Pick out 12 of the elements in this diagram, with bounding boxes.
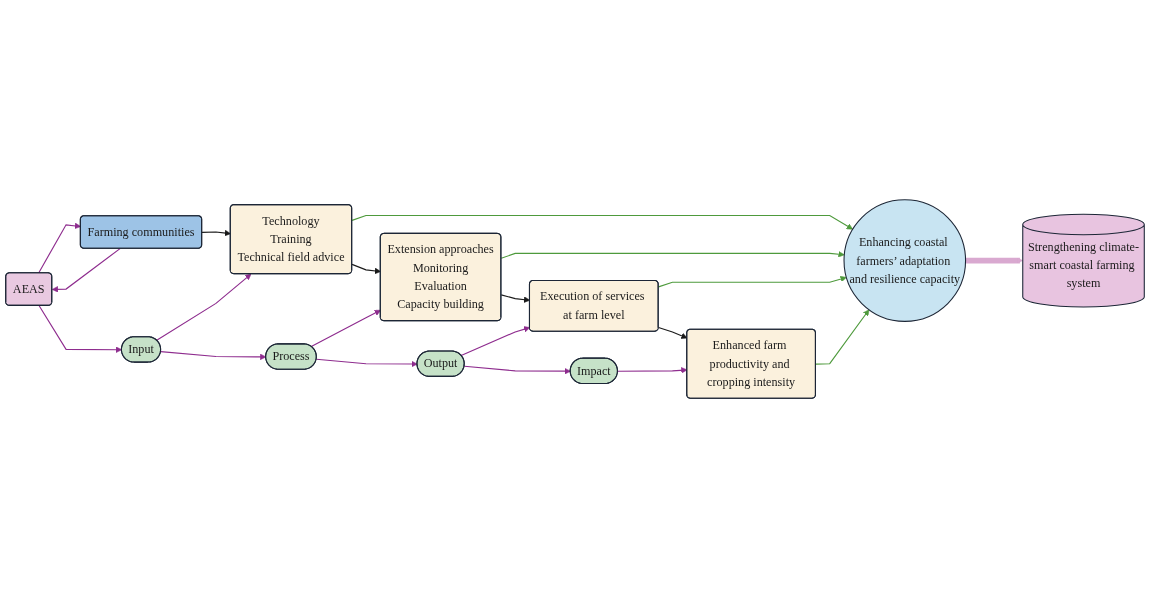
node-circle: Enhancing coastal farmers’ adaptation and resilience capacity bbox=[843, 199, 967, 322]
arrow bbox=[156, 273, 252, 341]
arrow bbox=[201, 229, 231, 237]
arrow bbox=[351, 263, 381, 275]
arrow bbox=[500, 251, 845, 259]
arrow bbox=[310, 309, 381, 348]
arrow bbox=[460, 326, 531, 356]
arrow bbox=[37, 222, 81, 274]
arrow bbox=[965, 257, 1024, 264]
arrow bbox=[815, 309, 870, 365]
arrow bbox=[351, 214, 853, 230]
arrow bbox=[51, 248, 121, 293]
